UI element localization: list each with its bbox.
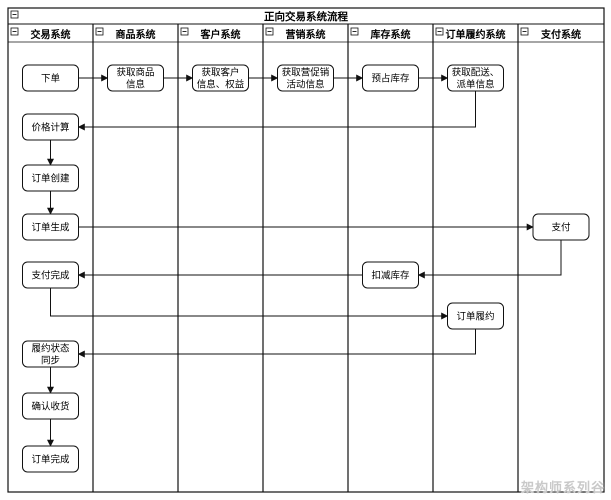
lane-product: 商品系统 [92, 24, 156, 492]
lane-fulfillment: 订单履约系统 [432, 24, 506, 492]
title-collapse-icon[interactable] [10, 10, 19, 19]
lane-marketing: 营销系统 [262, 24, 326, 492]
lane-title-marketing: 营销系统 [286, 28, 326, 41]
node-box[interactable] [107, 64, 164, 92]
node-box[interactable] [447, 64, 504, 92]
lane-collapse-icon[interactable] [520, 27, 529, 36]
node-confirm[interactable]: 确认收货 [22, 392, 79, 420]
node-label: 预占库存 [371, 73, 410, 85]
lane-customer: 客户系统 [177, 24, 241, 492]
node-fulfill[interactable]: 订单履约 [447, 302, 504, 330]
lane-inventory: 库存系统 [347, 24, 411, 492]
edge-get-delivery-to-price-calc [77, 91, 476, 131]
node-label: 订单履约 [456, 311, 494, 323]
node-label: 订单创建 [31, 173, 70, 185]
diagram-border [7, 7, 605, 493]
lane-collapse-icon[interactable] [265, 27, 274, 36]
node-box[interactable] [532, 213, 590, 241]
lane-payment: 支付系统 [517, 24, 581, 492]
node-order-gen[interactable]: 订单生成 [22, 213, 79, 241]
node-box[interactable] [22, 113, 79, 141]
edge-pay-done-to-fulfill [50, 288, 449, 320]
node-get-delivery[interactable]: 获取配送、派单信息 [447, 64, 504, 92]
node-box[interactable] [362, 261, 419, 289]
node-pay-done[interactable]: 支付完成 [22, 261, 79, 289]
node-box[interactable] [22, 64, 79, 92]
node-label: 价格计算 [31, 122, 69, 134]
flow-edges [47, 74, 562, 447]
node-pay[interactable]: 支付 [532, 213, 590, 241]
node-label: 获取营促销 [282, 67, 330, 79]
node-label: 支付完成 [31, 270, 70, 282]
node-box[interactable] [22, 261, 79, 289]
node-label: 获取配送、 [452, 67, 500, 79]
node-box[interactable] [22, 445, 79, 473]
flow-nodes: 下单获取商品信息获取客户信息、权益获取营促销活动信息预占库存获取配送、派单信息价… [22, 64, 590, 473]
node-label: 派单信息 [456, 79, 494, 91]
node-label: 支付 [551, 222, 571, 234]
lane-title-trade: 交易系统 [31, 28, 71, 41]
node-label: 订单完成 [31, 454, 70, 466]
node-box[interactable] [362, 64, 419, 92]
lane-collapse-icon[interactable] [95, 27, 104, 36]
lane-title-product: 商品系统 [116, 28, 156, 41]
node-pre-stock[interactable]: 预占库存 [362, 64, 419, 92]
node-label: 履约状态 [31, 343, 70, 355]
node-label: 同步 [41, 356, 60, 367]
node-label: 信息 [126, 79, 145, 91]
node-box[interactable] [447, 302, 504, 330]
node-order[interactable]: 下单 [22, 64, 79, 92]
node-label: 获取商品 [116, 67, 154, 79]
node-label: 信息、权益 [197, 79, 245, 91]
node-label: 订单生成 [31, 222, 70, 234]
lane-collapse-icon[interactable] [10, 27, 19, 36]
node-label: 下单 [41, 73, 61, 85]
node-order-create[interactable]: 订单创建 [22, 164, 79, 192]
lane-title-fulfillment: 订单履约系统 [446, 28, 506, 41]
node-label: 扣减库存 [371, 270, 410, 282]
node-box[interactable] [22, 340, 79, 368]
lane-collapse-icon[interactable] [350, 27, 359, 36]
node-box[interactable] [22, 164, 79, 192]
node-label: 活动信息 [286, 79, 324, 91]
node-label: 确认收货 [31, 401, 69, 413]
lane-collapse-icon[interactable] [180, 27, 189, 36]
node-box[interactable] [22, 392, 79, 420]
lane-title-payment: 支付系统 [540, 28, 581, 41]
node-box[interactable] [22, 213, 79, 241]
node-price-calc[interactable]: 价格计算 [22, 113, 79, 141]
lane-title-inventory: 库存系统 [371, 28, 411, 41]
node-box[interactable] [192, 64, 249, 92]
node-label: 获取客户 [201, 67, 239, 79]
node-order-done[interactable]: 订单完成 [22, 445, 79, 473]
edge-pay-to-deduct-stock [417, 240, 562, 279]
edge-fulfill-to-status-sync [77, 329, 476, 358]
node-box[interactable] [277, 64, 334, 92]
lane-collapse-icon[interactable] [435, 27, 444, 36]
lane-trade: 交易系统 [10, 27, 71, 41]
diagram-title: 正向交易系统流程 [264, 10, 348, 23]
lane-title-customer: 客户系统 [200, 28, 241, 41]
watermark-text: 架构师系列谷 [520, 481, 605, 496]
node-deduct-stock[interactable]: 扣减库存 [362, 261, 419, 289]
